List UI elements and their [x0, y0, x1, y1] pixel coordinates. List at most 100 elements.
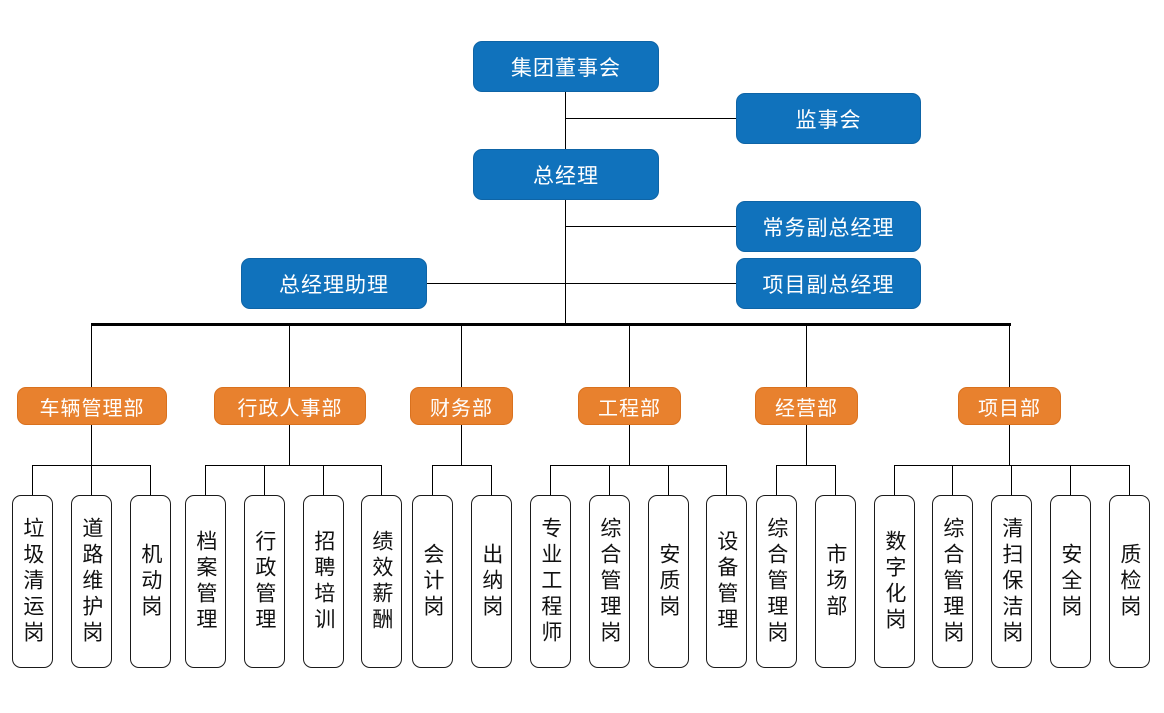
- node-position-operations-general-management-label: 综合管理岗: [764, 516, 789, 647]
- node-supervisory-board-label: 监事会: [795, 108, 862, 132]
- node-position-safety-label: 安全岗: [1058, 542, 1083, 621]
- node-department-vehicle-management[interactable]: 车辆管理部: [17, 387, 167, 425]
- node-position-quality-inspection-label: 质检岗: [1117, 542, 1142, 621]
- connector-stem-dept-1: [91, 424, 93, 466]
- connector-leaf-drop-17: [952, 465, 954, 495]
- node-position-marketing[interactable]: 市场部: [815, 495, 856, 668]
- connector-gm-to-project-vice: [565, 283, 737, 285]
- node-position-performance-compensation[interactable]: 绩效薪酬: [361, 495, 402, 668]
- node-position-administration-label: 行政管理: [252, 529, 277, 634]
- connector-drop-dept-4: [629, 323, 631, 387]
- connector-rail-dept-5: [776, 465, 836, 467]
- connector-leaf-drop-9: [491, 465, 493, 495]
- node-department-engineering-label: 工程部: [598, 397, 661, 420]
- node-department-project-label: 项目部: [978, 397, 1041, 420]
- node-board-of-directors[interactable]: 集团董事会: [473, 41, 659, 92]
- node-department-finance-label: 财务部: [430, 397, 493, 420]
- node-position-operations-general-management[interactable]: 综合管理岗: [756, 495, 797, 668]
- node-position-accounting-label: 会计岗: [420, 542, 445, 621]
- connector-leaf-drop-10: [550, 465, 552, 495]
- connector-leaf-drop-3: [150, 465, 152, 495]
- connector-drop-dept-2: [289, 323, 291, 387]
- node-position-professional-engineer[interactable]: 专业工程师: [530, 495, 571, 668]
- node-position-digitalization-label: 数字化岗: [882, 529, 907, 634]
- node-position-safety-quality-label: 安质岗: [656, 542, 681, 621]
- node-position-engineering-general-management[interactable]: 综合管理岗: [589, 495, 630, 668]
- node-position-road-maintenance[interactable]: 道路维护岗: [71, 495, 112, 668]
- node-department-engineering[interactable]: 工程部: [578, 387, 681, 425]
- connector-leaf-drop-2: [91, 465, 93, 495]
- connector-leaf-drop-7: [381, 465, 383, 495]
- node-project-vice-gm-label: 项目副总经理: [762, 273, 895, 297]
- node-position-waste-transport-label: 垃圾清运岗: [20, 516, 45, 647]
- connector-rail-dept-3: [432, 465, 492, 467]
- node-position-project-general-management-label: 综合管理岗: [940, 516, 965, 647]
- connector-stem-dept-3: [461, 424, 463, 466]
- connector-leaf-drop-20: [1129, 465, 1131, 495]
- connector-leaf-drop-4: [205, 465, 207, 495]
- node-department-project[interactable]: 项目部: [958, 387, 1061, 425]
- node-position-quality-inspection[interactable]: 质检岗: [1109, 495, 1150, 668]
- node-position-recruitment-training[interactable]: 招聘培训: [303, 495, 344, 668]
- node-position-performance-compensation-label: 绩效薪酬: [369, 529, 394, 634]
- node-position-sweeping-cleaning-label: 清扫保洁岗: [999, 516, 1024, 647]
- connector-leaf-drop-19: [1070, 465, 1072, 495]
- node-position-administration[interactable]: 行政管理: [244, 495, 285, 668]
- connector-drop-dept-5: [806, 323, 808, 387]
- node-department-finance[interactable]: 财务部: [410, 387, 513, 425]
- connector-stem-dept-2: [289, 424, 291, 466]
- node-position-motor-vehicle[interactable]: 机动岗: [130, 495, 171, 668]
- node-position-equipment-management[interactable]: 设备管理: [706, 495, 747, 668]
- node-department-operations-label: 经营部: [775, 397, 838, 420]
- node-position-cashier[interactable]: 出纳岗: [471, 495, 512, 668]
- connector-leaf-drop-8: [432, 465, 434, 495]
- node-position-engineering-general-management-label: 综合管理岗: [597, 516, 622, 647]
- node-position-digitalization[interactable]: 数字化岗: [874, 495, 915, 668]
- node-department-operations[interactable]: 经营部: [755, 387, 858, 425]
- node-position-safety[interactable]: 安全岗: [1050, 495, 1091, 668]
- node-supervisory-board[interactable]: 监事会: [736, 93, 921, 144]
- node-position-professional-engineer-label: 专业工程师: [538, 516, 563, 647]
- connector-leaf-drop-16: [894, 465, 896, 495]
- node-position-archives-management-label: 档案管理: [193, 529, 218, 634]
- connector-leaf-drop-11: [609, 465, 611, 495]
- node-position-project-general-management[interactable]: 综合管理岗: [932, 495, 973, 668]
- connector-stem-dept-4: [629, 424, 631, 466]
- connector-leaf-drop-15: [835, 465, 837, 495]
- connector-rail-dept-2: [205, 465, 382, 467]
- node-position-archives-management[interactable]: 档案管理: [185, 495, 226, 668]
- connector-stem-dept-5: [806, 424, 808, 466]
- node-department-admin-hr-label: 行政人事部: [237, 397, 343, 420]
- connector-leaf-drop-5: [264, 465, 266, 495]
- connector-leaf-drop-13: [726, 465, 728, 495]
- node-position-sweeping-cleaning[interactable]: 清扫保洁岗: [991, 495, 1032, 668]
- node-general-manager-label: 总经理: [533, 164, 599, 188]
- connector-gm-to-exec-vice: [565, 226, 737, 228]
- connector-drop-dept-1: [91, 323, 93, 387]
- connector-drop-dept-6: [1009, 323, 1011, 387]
- node-position-cashier-label: 出纳岗: [479, 542, 504, 621]
- connector-leaf-drop-1: [32, 465, 34, 495]
- node-position-safety-quality[interactable]: 安质岗: [648, 495, 689, 668]
- node-position-recruitment-training-label: 招聘培训: [311, 529, 336, 634]
- node-gm-assistant-label: 总经理助理: [279, 273, 389, 297]
- node-department-vehicle-management-label: 车辆管理部: [39, 397, 145, 420]
- node-project-vice-gm[interactable]: 项目副总经理: [736, 258, 921, 309]
- node-executive-vice-gm[interactable]: 常务副总经理: [736, 201, 921, 252]
- connector-leaf-drop-12: [668, 465, 670, 495]
- node-department-admin-hr[interactable]: 行政人事部: [214, 387, 366, 425]
- connector-board-to-gm: [565, 92, 567, 160]
- connector-rail-dept-4: [550, 465, 727, 467]
- node-position-motor-vehicle-label: 机动岗: [138, 542, 163, 621]
- connector-stem-dept-6: [1009, 424, 1011, 466]
- node-position-road-maintenance-label: 道路维护岗: [79, 516, 104, 647]
- connector-gmline-to-supervisory: [565, 118, 737, 120]
- node-gm-assistant[interactable]: 总经理助理: [241, 258, 427, 309]
- node-position-accounting[interactable]: 会计岗: [412, 495, 453, 668]
- node-general-manager[interactable]: 总经理: [473, 149, 659, 200]
- connector-leaf-drop-18: [1011, 465, 1013, 495]
- node-position-waste-transport[interactable]: 垃圾清运岗: [12, 495, 53, 668]
- connector-gm-spine: [565, 199, 567, 324]
- connector-assistant-to-gm: [426, 283, 566, 285]
